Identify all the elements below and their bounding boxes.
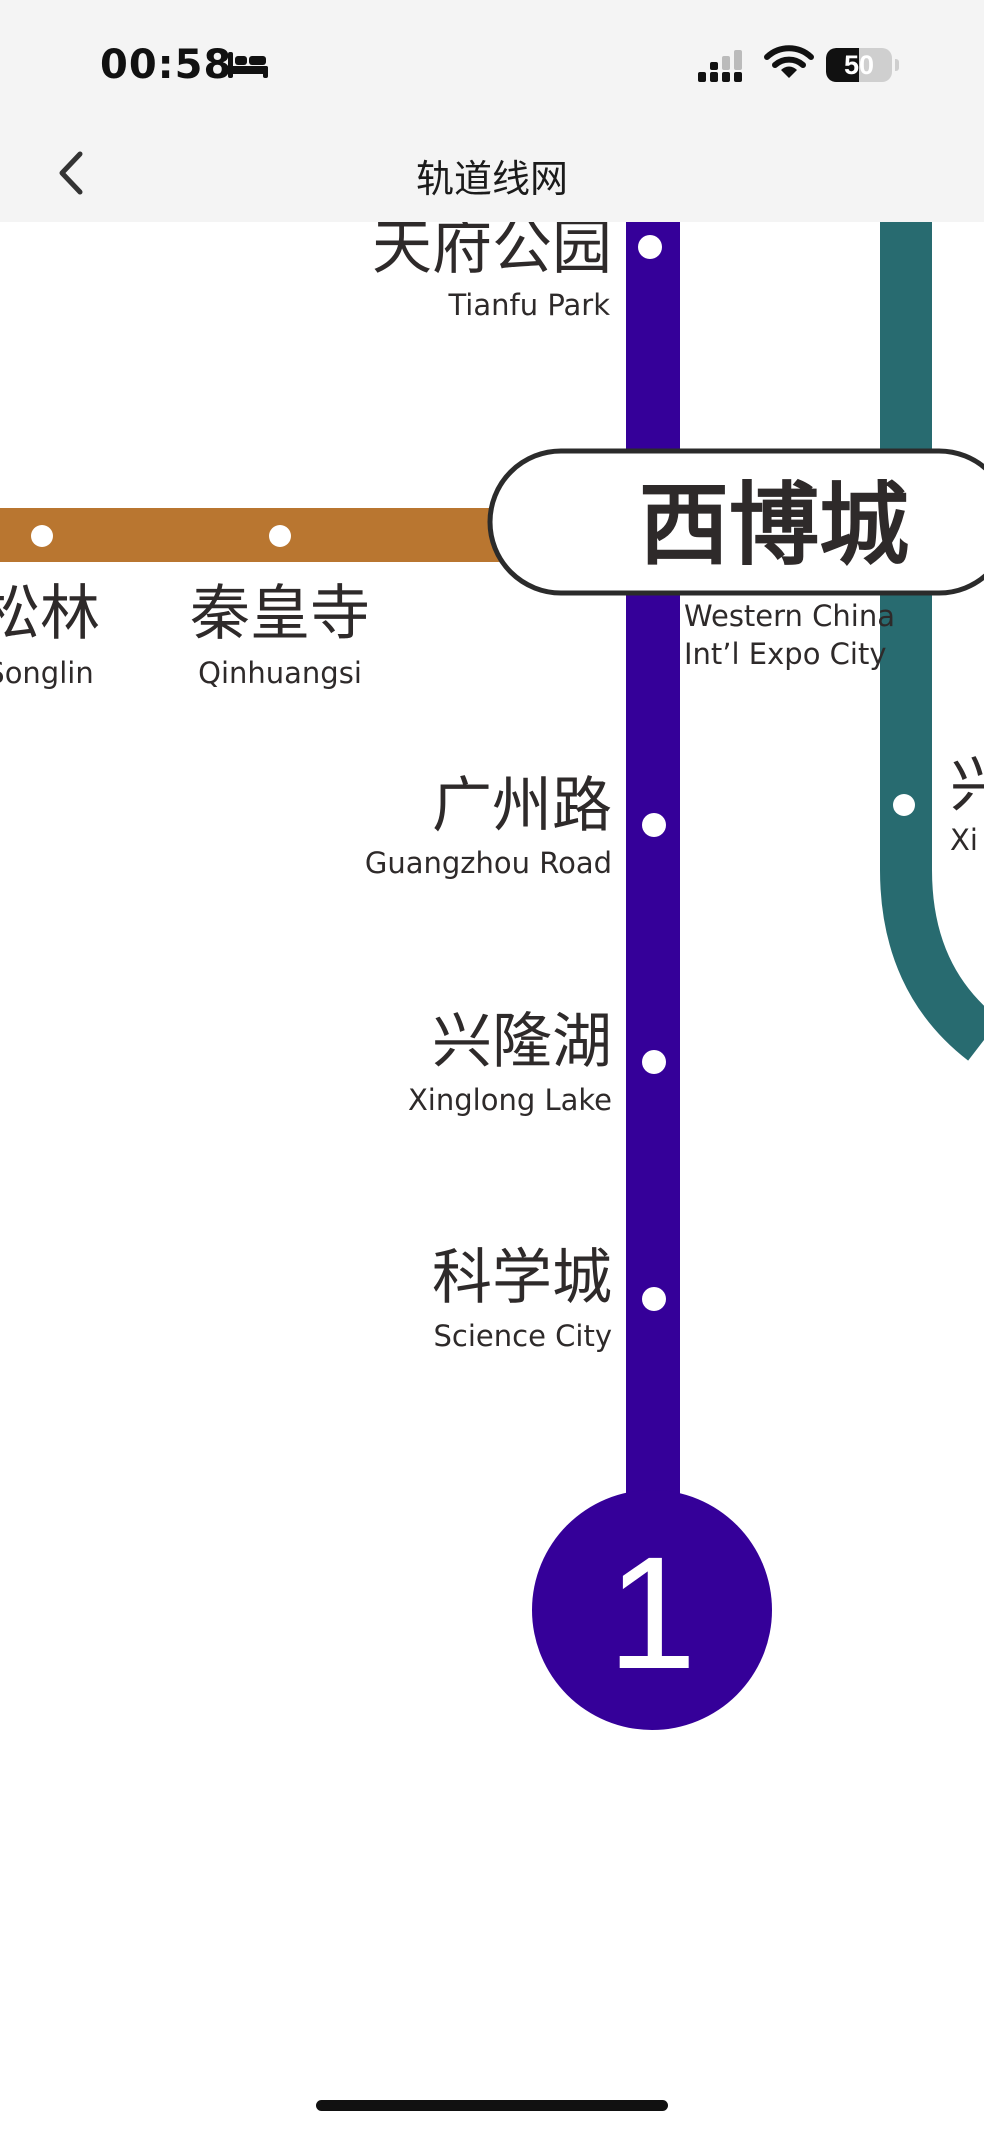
station-en-songlin: Songlin [0,656,94,690]
page-title: 轨道线网 [415,157,568,201]
station-name-teal-partial[interactable]: 兴 [950,751,984,821]
station-name-xinglong-lake[interactable]: 兴隆湖 [432,1007,612,1077]
cellular-signal-icon [698,50,742,82]
station-dot-guangzhou-road[interactable] [642,813,666,837]
station-name-tianfu-park[interactable]: 天府公园 [372,222,612,283]
back-button[interactable] [46,142,98,204]
station-en-teal-partial: Xi [950,823,978,857]
station-dot-teal-partial[interactable] [893,794,915,816]
interchange-station-en-1: Western China [684,599,895,633]
interchange-station-en-2: Int’l Expo City [684,637,887,671]
bed-icon [228,52,268,78]
metro-map[interactable]: 西博城 Western China Int’l Expo City 天府公园 T… [0,222,984,2090]
station-name-songlin[interactable]: 松林 [0,579,100,649]
station-dot-science-city[interactable] [642,1287,666,1311]
interchange-station-name: 西博城 [639,473,909,578]
status-time: 00:58 [100,42,233,88]
orange-line [0,508,520,562]
line-1 [626,222,680,1522]
station-en-qinhuangsi: Qinhuangsi [198,656,362,690]
station-name-guangzhou-road[interactable]: 广州路 [432,771,612,841]
battery-level [826,48,859,82]
chevron-left-icon [59,151,83,195]
station-name-science-city[interactable]: 科学城 [432,1243,612,1313]
station-dot-tianfu-park[interactable] [638,235,662,259]
battery-tip [895,59,899,71]
interchange-station-pill[interactable] [487,448,984,596]
station-name-qinhuangsi[interactable]: 秦皇寺 [190,579,370,649]
station-en-guangzhou-road: Guangzhou Road [365,846,612,880]
wifi-icon [764,45,814,78]
line-1-badge-number: 1 [608,1523,697,1702]
station-en-xinglong-lake: Xinglong Lake [408,1083,612,1117]
station-dot-songlin[interactable] [31,525,53,547]
station-dot-xinglong-lake[interactable] [642,1050,666,1074]
station-dot-qinhuangsi[interactable] [269,525,291,547]
line-1-badge[interactable] [532,1490,772,1730]
nav-bar [0,130,984,222]
station-en-science-city: Science City [434,1319,612,1353]
teal-line [880,222,984,1061]
station-en-tianfu-park: Tianfu Park [447,288,610,322]
battery-icon: 50 [826,48,892,82]
home-indicator[interactable] [316,2100,668,2111]
battery-percent: 50 [843,50,875,80]
status-bar [0,0,984,130]
